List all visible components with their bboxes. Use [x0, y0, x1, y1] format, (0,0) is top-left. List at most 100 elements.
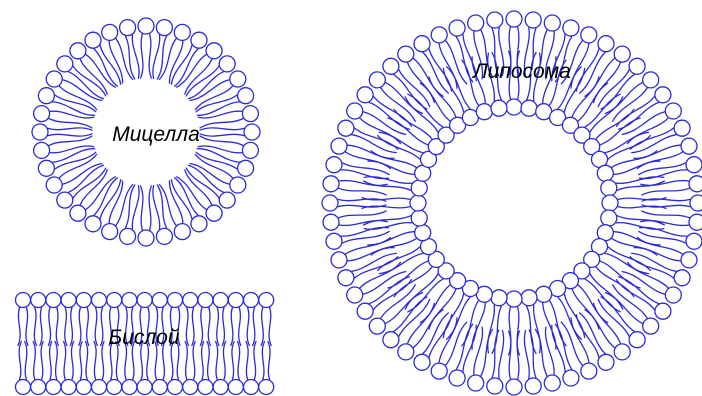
liposome-outer-lipid-head: [544, 375, 560, 391]
liposome-outer-lipid-head: [338, 120, 354, 136]
liposome-outer-lipid-head: [326, 157, 342, 173]
liposome-outer-lipid-head: [686, 233, 702, 249]
micelle-lipid-head: [174, 224, 190, 240]
liposome-outer-lipid-tail: [639, 163, 686, 175]
micelle-lipid-head: [230, 71, 246, 87]
liposome-outer-lipid-tail: [343, 163, 390, 175]
micelle-lipid-head: [38, 88, 54, 104]
bilayer-top-lipid-tail: [247, 308, 249, 346]
liposome-inner-lipid-tail: [612, 239, 657, 256]
liposome-outer-lipid-head: [347, 103, 363, 119]
bilayer-bottom-lipid-tail: [71, 342, 73, 380]
bilayer-top-lipid-tail: [101, 308, 103, 346]
bilayer-bottom-lipid-head: [92, 380, 107, 395]
bilayer-top-lipid-head: [16, 293, 31, 308]
bilayer-bottom-lipid-tail: [185, 342, 187, 380]
liposome-outer-lipid-head: [629, 332, 645, 348]
micelle-label: Мицелла: [112, 123, 200, 146]
liposome-inner-lipid-head: [601, 210, 617, 226]
liposome-outer-lipid-tail: [399, 299, 430, 336]
bilayer-top-lipid-tail: [200, 308, 202, 346]
liposome-outer-lipid-head: [383, 332, 399, 348]
bilayer-top-lipid-tail: [231, 308, 233, 346]
liposome-outer-lipid-head: [525, 12, 541, 28]
bilayer-top-lipid-head: [107, 293, 122, 308]
liposome-outer-lipid-head: [369, 318, 385, 334]
micelle-lipid-head: [120, 228, 136, 244]
bilayer-bottom-lipid-head: [183, 380, 198, 395]
micelle-lipid-tail: [59, 154, 96, 178]
bilayer-bottom-lipid-head: [213, 380, 228, 395]
micelle-lipid-head: [174, 24, 190, 40]
liposome-inner-lipid-tail: [608, 247, 650, 270]
bilayer-top-lipid-head: [61, 293, 76, 308]
micelle-lipid-tail: [132, 35, 139, 79]
micelle-lipid-tail: [200, 119, 243, 128]
liposome-inner-lipid-head: [506, 99, 522, 115]
micelle-lipid-head: [85, 32, 101, 48]
liposome-outer-lipid-head: [347, 287, 363, 303]
bilayer-bottom-lipid-tail: [25, 342, 27, 380]
bilayer-top-lipid-head: [76, 293, 91, 308]
liposome-outer-lipid-head: [525, 378, 541, 394]
micelle-lipid-tail: [73, 168, 106, 198]
liposome-outer-lipid-tail: [339, 211, 387, 218]
bilayer-bottom-lipid-head: [61, 380, 76, 395]
micelle-lipid-tail: [197, 149, 239, 162]
bilayer-top-lipid-head: [31, 293, 46, 308]
bilayer-top-lipid-tail: [56, 308, 58, 346]
liposome-inner-lipid-head: [521, 100, 537, 116]
bilayer-bottom-lipid-tail: [33, 342, 35, 380]
bilayer-bottom-lipid-head: [76, 380, 91, 395]
liposome-outer-lipid-head: [322, 195, 338, 211]
micelle-lipid-head: [219, 56, 235, 72]
bilayer-bottom-lipid-tail: [55, 342, 57, 380]
liposome-outer-lipid-head: [689, 176, 702, 192]
bilayer-top-lipid-tail: [34, 308, 36, 346]
bilayer-bottom-lipid-tail: [102, 342, 104, 380]
micelle-lipid-tail: [48, 134, 92, 136]
micelle-lipid-head: [120, 20, 136, 36]
liposome-outer-lipid-head: [581, 363, 597, 379]
micelle-lipid-head: [238, 88, 254, 104]
liposome-outer-lipid-tail: [642, 211, 690, 218]
bilayer-top-lipid-head: [92, 293, 107, 308]
bilayer-bottom-lipid-tail: [246, 342, 248, 380]
liposome-inner-lipid-tail: [462, 301, 479, 346]
micelle-lipid-tail: [186, 66, 219, 96]
liposome-inner-lipid-tail: [488, 305, 495, 353]
liposome-outer-lipid-head: [614, 344, 630, 360]
liposome-inner-lipid-head: [476, 104, 492, 120]
micelle-lipid-head: [191, 32, 207, 48]
bilayer-bottom-lipid-tail: [238, 342, 240, 380]
bilayer-bottom-lipid-head: [31, 380, 46, 395]
bilayer-top-lipid-head: [213, 293, 228, 308]
micelle-lipid-head: [191, 216, 207, 232]
liposome-outer-lipid-tail: [619, 103, 659, 130]
micelle-lipid-head: [138, 18, 154, 34]
micelle-lipid-head: [230, 177, 246, 193]
micelle-lipid-tail: [149, 34, 151, 78]
liposome-outer-lipid-head: [398, 46, 414, 62]
liposome-inner-lipid-head: [411, 210, 427, 226]
bilayer-top-lipid-tail: [87, 308, 89, 346]
liposome-outer-lipid-head: [323, 214, 339, 230]
liposome-outer-lipid-tail: [343, 231, 390, 243]
micelle-lipid-tail: [49, 119, 92, 128]
bilayer-top-lipid-tail: [40, 308, 42, 346]
bilayer-bottom-lipid-head: [122, 380, 137, 395]
bilayer-bottom-lipid-tail: [86, 342, 88, 380]
micelle-lipid-head: [238, 160, 254, 176]
liposome-outer-lipid-head: [689, 214, 702, 230]
micelle-lipid-tail: [200, 136, 243, 145]
bilayer-bottom-lipid-head: [137, 380, 152, 395]
liposome-outer-lipid-head: [581, 27, 597, 43]
micelle-lipid-tail: [200, 134, 244, 136]
bilayer-top-lipid-tail: [26, 308, 28, 346]
micelle-lipid-head: [34, 106, 50, 122]
micelle-lipid-head: [32, 124, 48, 140]
liposome-outer-lipid-tail: [339, 188, 387, 195]
bilayer-top-lipid-head: [244, 293, 259, 308]
micelle-lipid-head: [85, 216, 101, 232]
liposome-outer-lipid-tail: [524, 331, 529, 379]
